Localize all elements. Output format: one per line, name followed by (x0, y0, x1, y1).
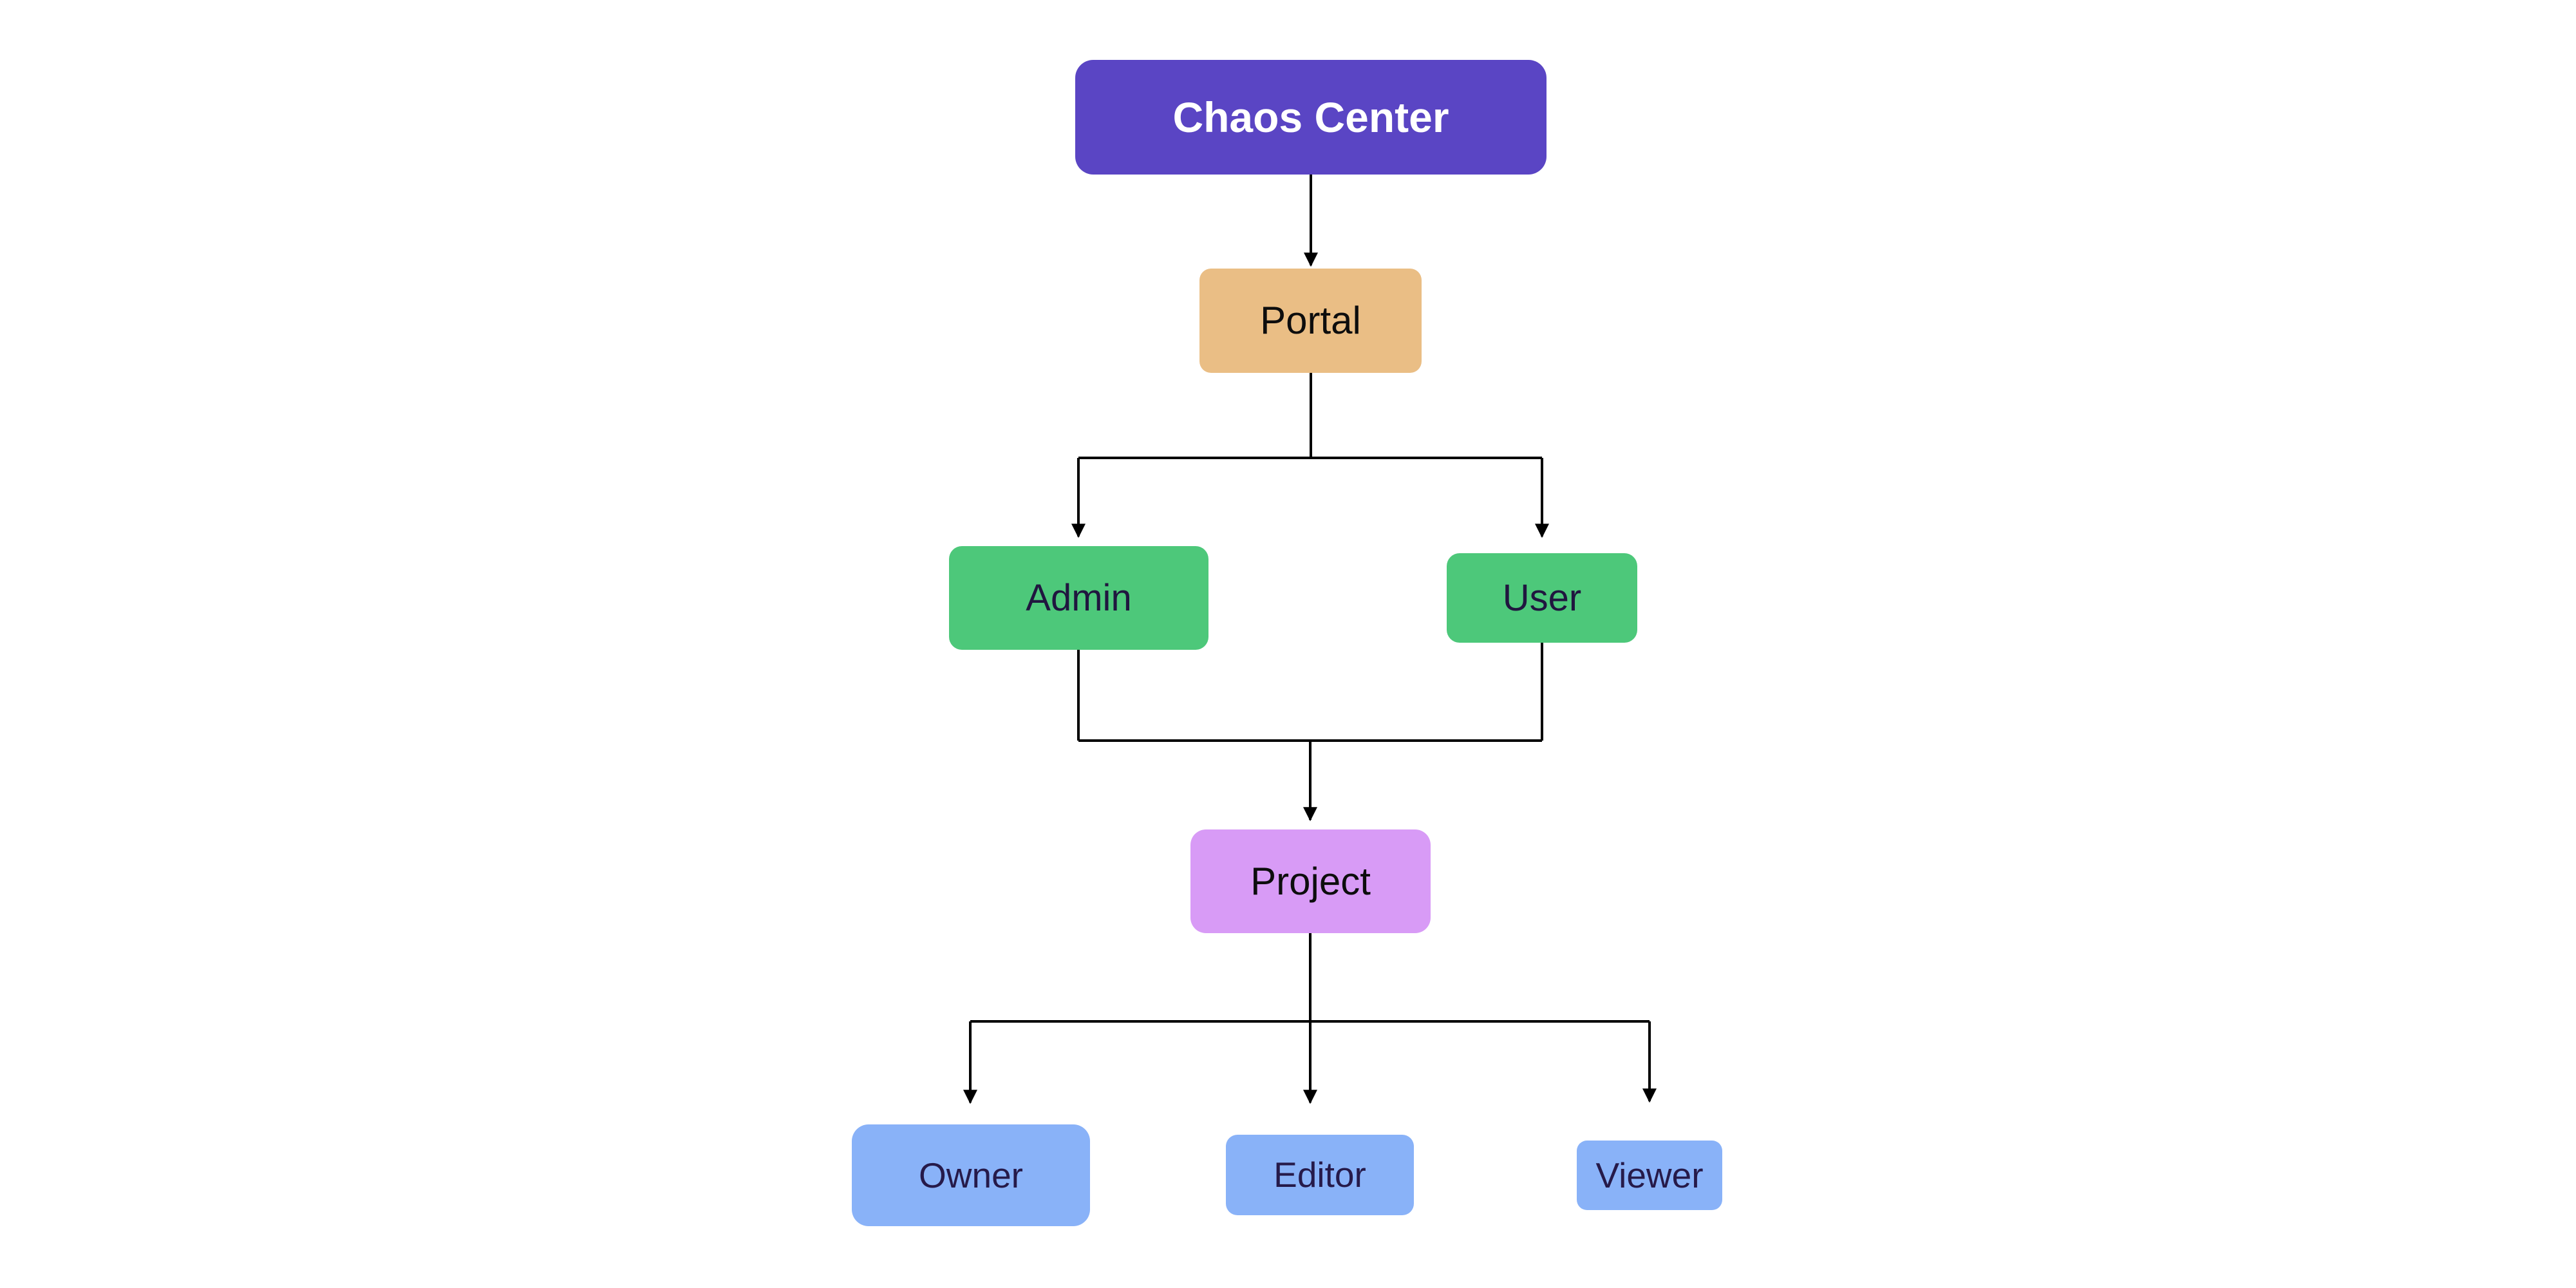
node-owner: Owner (852, 1124, 1090, 1226)
node-user: User (1447, 553, 1637, 643)
node-viewer-label: Viewer (1595, 1155, 1704, 1195)
node-viewer: Viewer (1577, 1141, 1722, 1210)
node-user-label: User (1502, 576, 1582, 619)
node-admin-label: Admin (1026, 576, 1132, 619)
node-project: Project (1190, 829, 1431, 933)
node-portal: Portal (1199, 269, 1422, 373)
node-editor-label: Editor (1274, 1155, 1366, 1195)
node-chaos-center-label: Chaos Center (1172, 93, 1449, 141)
node-portal-label: Portal (1260, 299, 1361, 342)
node-chaos-center: Chaos Center (1075, 60, 1547, 175)
node-project-label: Project (1250, 859, 1371, 903)
node-owner-label: Owner (919, 1155, 1023, 1195)
node-editor: Editor (1226, 1135, 1414, 1215)
node-admin: Admin (949, 546, 1208, 650)
